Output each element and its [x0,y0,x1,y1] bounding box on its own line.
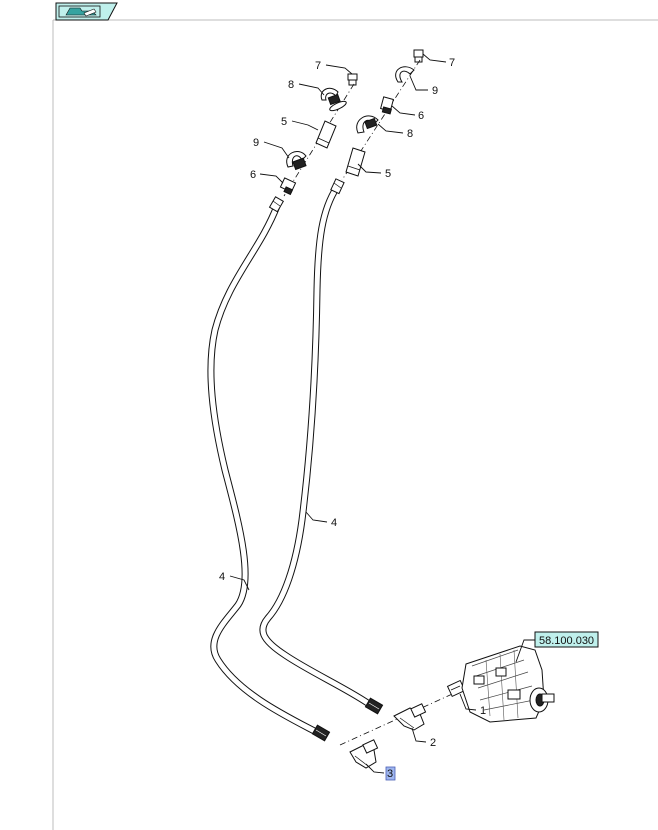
callout-8-left[interactable]: 8 [288,79,294,91]
centerline-pump [339,685,471,746]
hose-right-top-fitting [330,178,345,195]
reference-link-58-100-030[interactable]: 58.100.030 [534,631,599,648]
plug-item-7-right [413,49,424,63]
leader-3 [365,763,385,774]
leader-5-right [357,163,382,174]
leader-4-mid [305,511,328,523]
callout-6-left[interactable]: 6 [250,169,256,181]
leader-8-left [298,83,325,96]
callout-5-left[interactable]: 5 [281,116,287,128]
leader-1 [459,693,477,711]
connector-item-1 [446,679,466,698]
hose-right [259,183,376,710]
clamp-item-8-left [320,87,341,106]
callout-7-top-right[interactable]: 7 [449,57,455,69]
leader-7-top-left [325,64,353,75]
leader-9-right [409,75,428,91]
back-to-list-icon[interactable] [55,2,118,21]
clip-item-9-right [395,66,415,83]
callout-8-right[interactable]: 8 [407,128,413,140]
plug-item-7-left [347,73,358,86]
clip-item-9-left [286,151,307,171]
callout-3-highlighted[interactable]: 3 [385,766,396,781]
adapter-item-5-left [315,120,337,149]
reference-label: 58.100.030 [539,635,594,647]
callout-5-right[interactable]: 5 [385,168,391,180]
hose-left-bottom-fitting [311,724,331,742]
callout-9-left[interactable]: 9 [253,137,259,149]
leader-9-left [263,141,290,159]
adapter-item-5-right [345,147,366,177]
washer-item-8-left [329,100,347,112]
leader-8-right [377,123,404,134]
hose-left [207,202,324,738]
reference-leader [515,639,535,663]
callout-4-low[interactable]: 4 [219,571,225,583]
union-item-6-left [279,177,297,196]
callout-3: 3 [387,768,393,780]
leader-7-top-right [422,53,447,63]
hose-left-top-fitting [268,196,285,213]
callout-6-right[interactable]: 6 [418,110,424,122]
leader-6-left [259,173,284,184]
leader-5-left [291,120,319,131]
leader-4-low [229,575,250,591]
union-item-6-right [380,96,394,115]
callout-2[interactable]: 2 [430,737,436,749]
hydraulic-pump [461,645,555,723]
elbow-item-3 [349,739,379,769]
leader-2 [411,727,427,743]
callout-9-right[interactable]: 9 [432,85,438,97]
leader-6-right [391,105,416,116]
hose-right-bottom-fitting [364,697,384,715]
clamp-item-8-right [356,115,379,134]
callout-4-mid[interactable]: 4 [331,517,337,529]
callout-7-top-left[interactable]: 7 [315,60,321,72]
elbow-item-2 [393,703,427,731]
callout-1[interactable]: 1 [480,705,486,717]
